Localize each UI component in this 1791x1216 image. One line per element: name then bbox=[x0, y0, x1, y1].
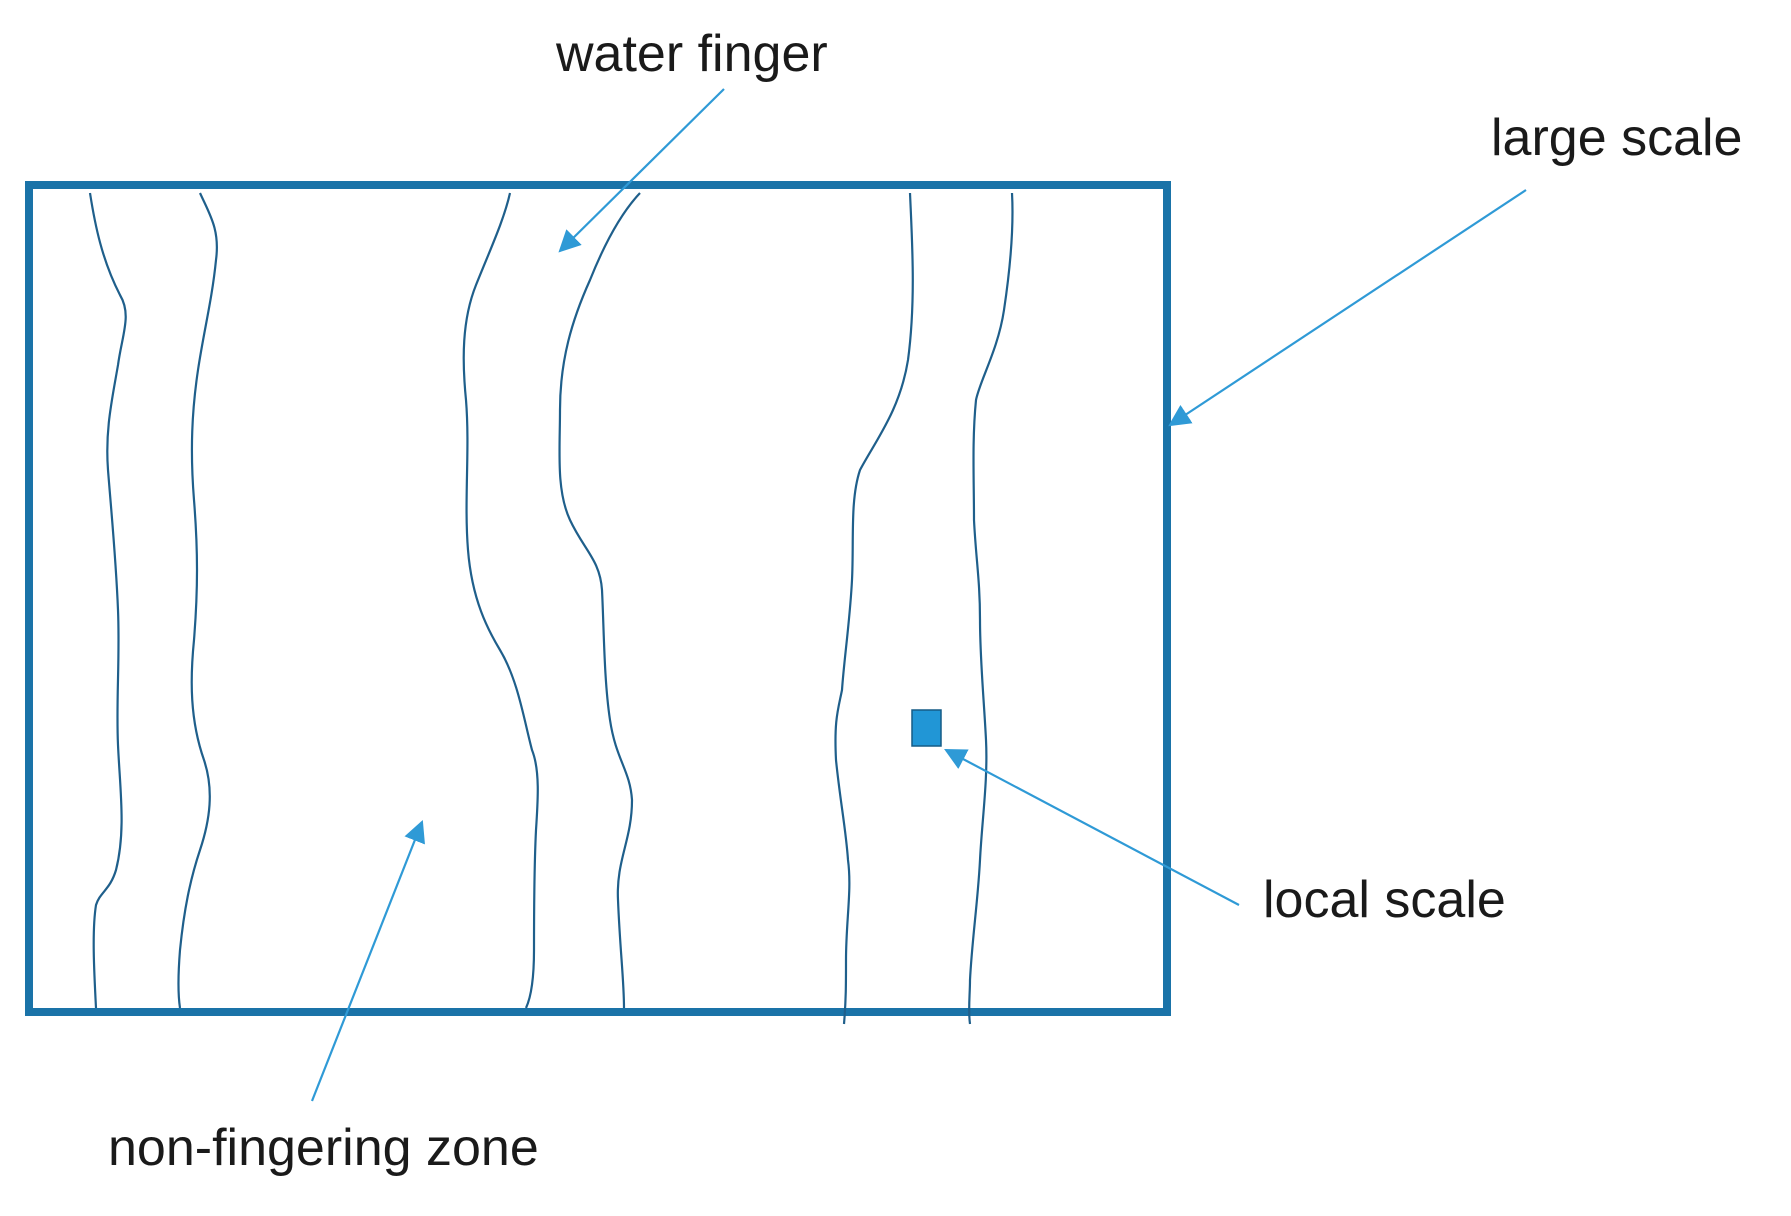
non-fingering-zone-arrow bbox=[310, 819, 425, 1102]
non-fingering-zone-label: non-fingering zone bbox=[108, 1119, 539, 1177]
large-scale-domain-frame bbox=[25, 181, 1171, 1016]
finger-boundaries bbox=[88, 192, 1014, 1025]
local-scale-label: local scale bbox=[1263, 871, 1506, 929]
boundary-line-3 bbox=[462, 192, 539, 1009]
local-scale-arrow bbox=[944, 748, 1240, 906]
boundary-line-6 bbox=[968, 192, 1014, 1025]
water-finger-label: water finger bbox=[556, 25, 828, 83]
water-finger-arrow bbox=[558, 88, 725, 253]
boundary-line-4 bbox=[558, 192, 641, 1009]
large-scale-arrow bbox=[1168, 189, 1527, 427]
annotation-arrows bbox=[310, 88, 1527, 1102]
boundary-line-1 bbox=[88, 192, 127, 1009]
boundary-line-2 bbox=[177, 192, 218, 1009]
large-scale-label: large scale bbox=[1491, 109, 1743, 167]
local-scale-element bbox=[911, 709, 942, 747]
boundary-line-5 bbox=[834, 192, 914, 1025]
